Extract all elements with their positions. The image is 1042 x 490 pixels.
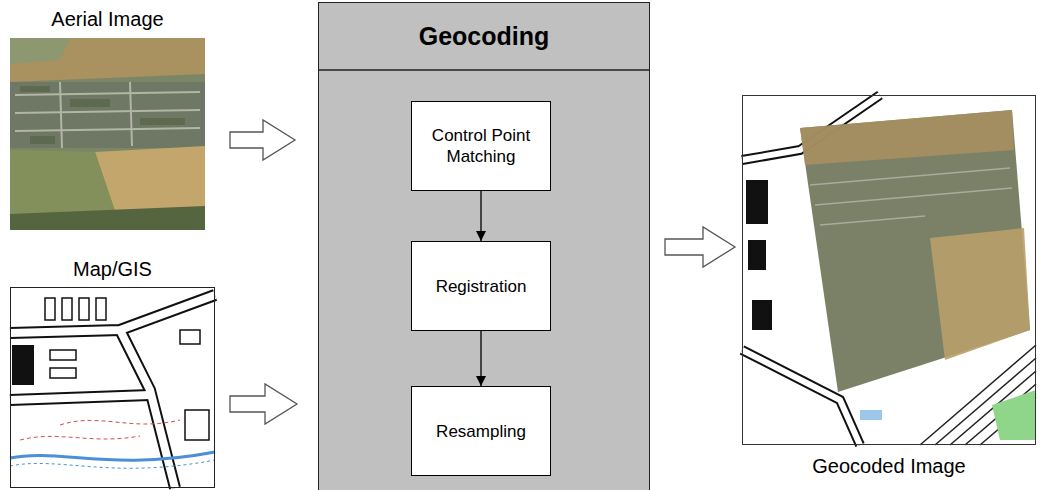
flow-arrow [480,331,481,386]
process-box: Control Point Matching [411,101,551,191]
illustration-shape [15,128,200,131]
process-label: Control Point Matching [418,125,544,167]
illustration-shape [10,295,215,333]
block-arrow [230,384,297,424]
illustration-shape [965,384,1036,445]
illustration-shape [10,82,205,148]
aerial-image: Aerial Image [10,38,205,230]
process-box: Registration [411,241,551,331]
illustration-shape [10,452,215,460]
image-heading: Map/GIS [11,257,214,281]
illustration-shape [60,420,180,425]
illustration-shape [180,330,200,344]
illustration-shape [10,395,150,400]
illustration-shape [130,82,132,146]
illustration-shape [800,110,1030,392]
illustration-shape [45,298,55,320]
illustration-shape [79,298,89,320]
illustration-shape [10,295,215,488]
illustration-shape [930,228,1030,360]
illustration-shape [45,298,209,440]
flow-arrow [480,191,481,241]
process-label: Registration [436,276,527,297]
map-image: Map/GIS [10,287,215,488]
illustration-shape [10,287,215,488]
illustration-shape [10,460,215,468]
illustration-shape [10,295,215,488]
illustration-shape [748,240,766,270]
image-caption: Geocoded Image [743,454,1035,478]
illustration-shape [920,345,1036,445]
illustration-shape [96,298,106,320]
illustration-shape [318,69,650,71]
illustration-shape [810,168,1012,225]
illustration-shape [20,86,50,92]
geocoded-image: Geocoded Image [742,95,1036,445]
illustration-shape [10,287,215,488]
illustration-shape [950,371,1036,445]
illustration-shape [752,300,772,330]
block-arrow [230,120,295,160]
illustration-shape [60,82,62,148]
illustration-shape [20,436,140,440]
illustration-shape [50,350,76,360]
illustration-shape [742,95,1036,445]
illustration-shape [50,368,76,378]
illustration-shape [800,110,1014,165]
panel-title: Geocoding [319,3,649,69]
illustration-shape [15,82,200,148]
illustration-shape [70,99,110,107]
illustration-shape [62,298,72,320]
illustration-shape [820,216,925,225]
illustration-shape [30,136,55,144]
geocoding-panel: GeocodingControl Point MatchingRegistrat… [318,2,650,490]
illustration-shape [140,118,185,125]
process-box: Resampling [411,386,551,476]
illustration-shape [746,180,768,224]
illustration-shape [15,92,200,95]
illustration-shape [935,358,1036,445]
image-heading: Aerial Image [10,7,205,31]
illustration-shape [10,206,205,230]
illustration-shape [10,395,150,400]
illustration-shape [860,410,882,420]
illustration-shape [12,345,34,385]
illustration-shape [10,295,215,333]
illustration-shape [120,330,175,488]
block-arrow [665,227,735,267]
illustration-shape [10,38,205,230]
illustration-shape [10,38,205,230]
process-label: Resampling [436,421,526,442]
illustration-shape [992,390,1036,440]
illustration-shape [185,410,209,440]
illustration-shape [810,168,1010,185]
illustration-shape [742,95,1036,445]
illustration-shape [10,38,70,64]
illustration-shape [10,38,205,82]
illustration-shape [920,345,1036,445]
illustration-shape [15,110,200,113]
illustration-shape [815,188,1012,205]
illustration-shape [120,330,175,488]
illustration-shape [318,2,650,490]
